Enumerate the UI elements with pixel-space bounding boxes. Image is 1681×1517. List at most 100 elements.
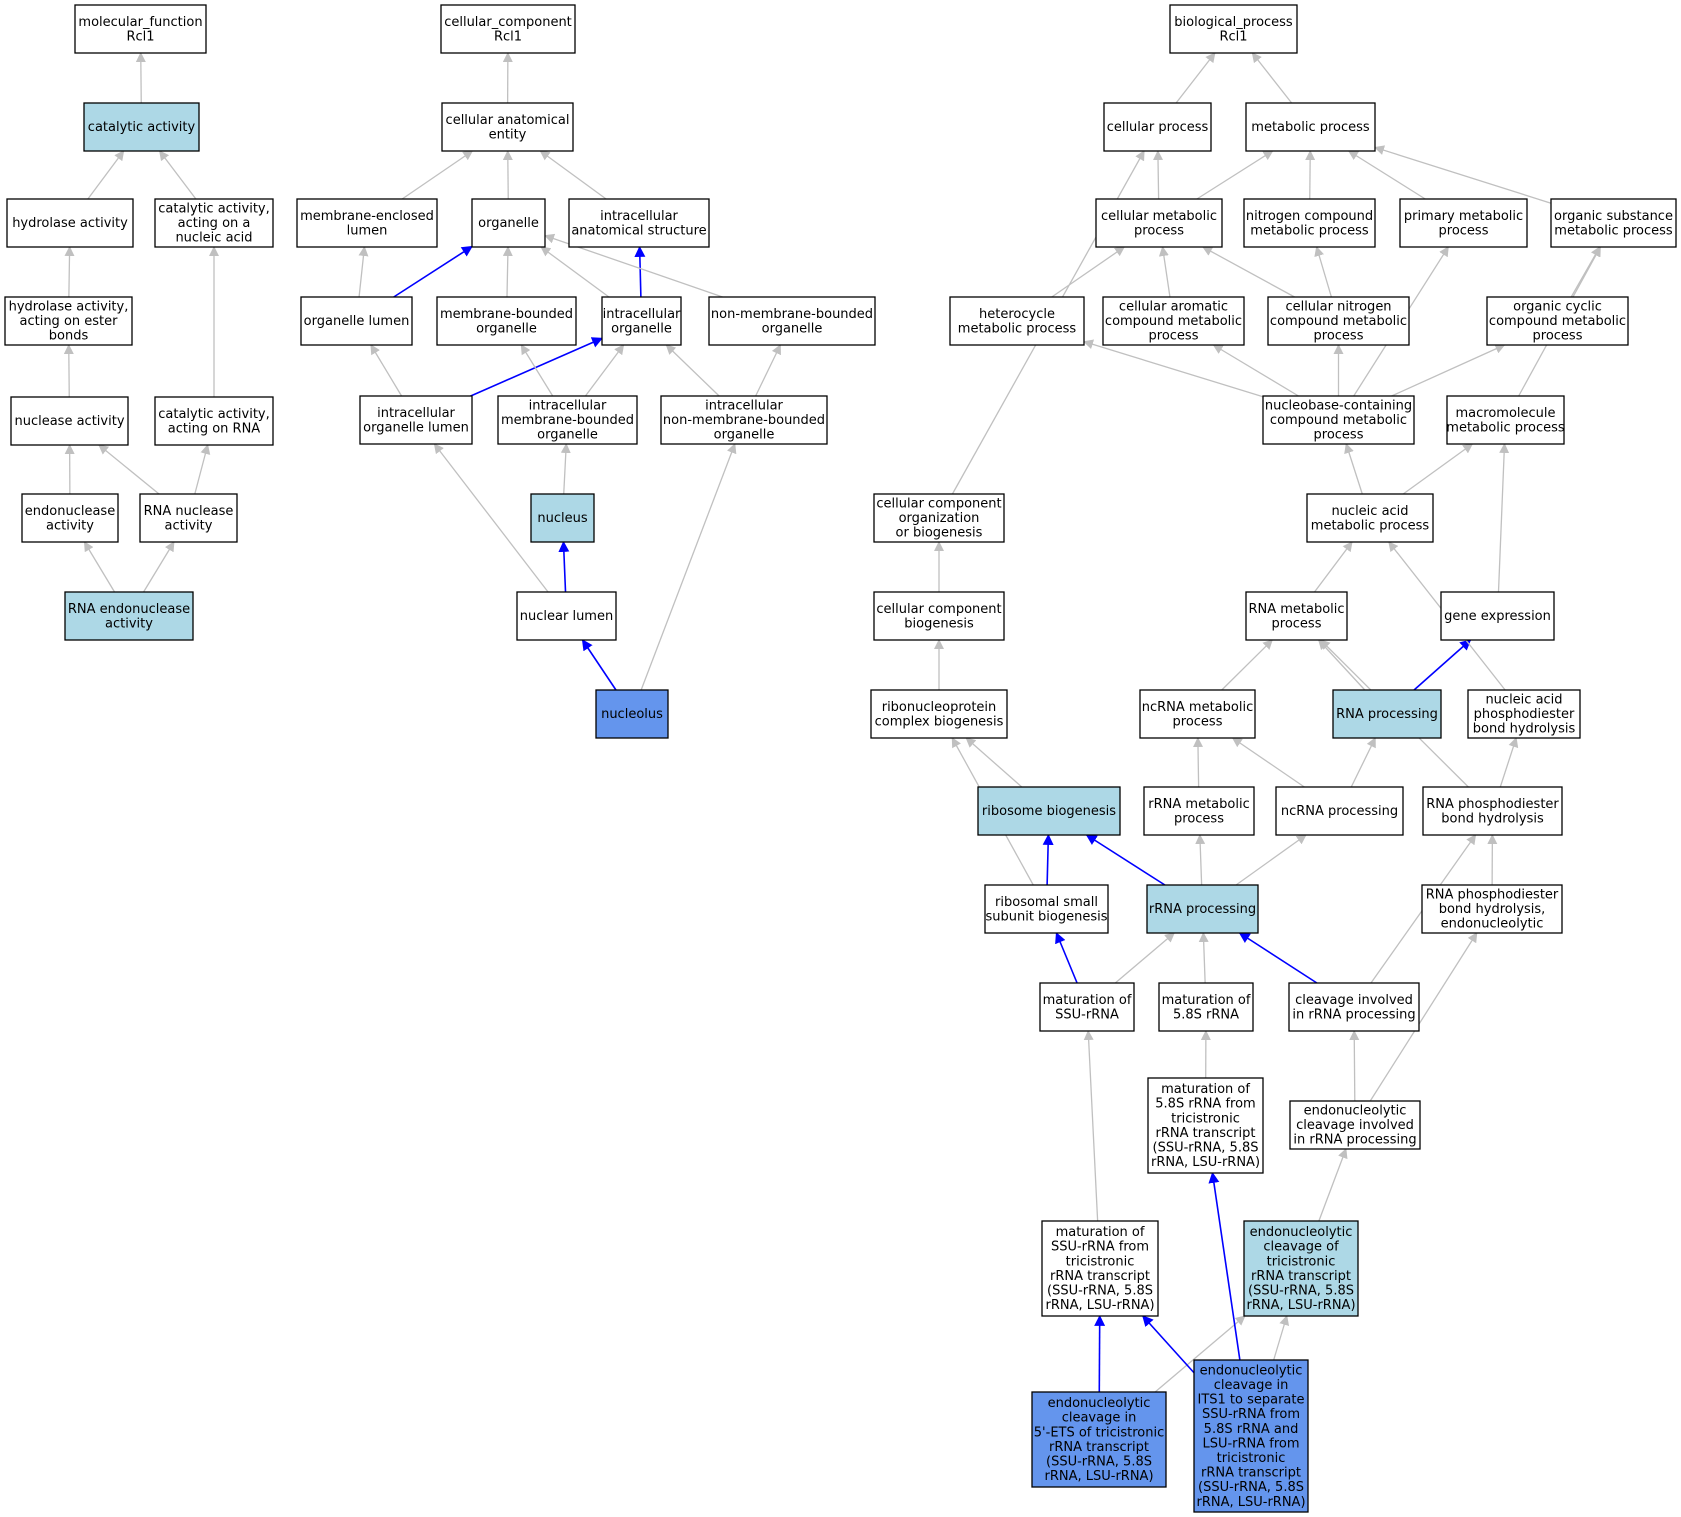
node-label-line: rRNA transcript	[1049, 1440, 1149, 1455]
edge-ecirp-to-cirp	[1349, 1030, 1360, 1102]
node-label-line: hydrolase activity,	[9, 299, 129, 314]
node-box	[1169, 4, 1298, 54]
edge-rrnap-to-rb	[1085, 834, 1166, 886]
edge-rnamp-to-namp	[1313, 541, 1353, 593]
edge-nbcmp-to-cacmp	[1212, 344, 1299, 397]
go-term-node-inmbo[interactable]: intracellularnon-membrane-boundedorganel…	[660, 395, 828, 445]
go-term-node-nucleolus[interactable]: nucleolus	[595, 689, 669, 739]
node-label-line: biological_process	[1174, 15, 1293, 30]
go-term-node-nucleus[interactable]: nucleus	[530, 493, 595, 543]
edge-ncrnamp-to-rnamp	[1221, 639, 1273, 691]
go-term-node-nuca[interactable]: nuclease activity	[10, 396, 129, 446]
node-box	[441, 102, 574, 152]
node-label-line: entity	[489, 127, 527, 142]
go-term-node-mp[interactable]: metabolic process	[1245, 102, 1376, 152]
node-box	[1041, 1220, 1159, 1317]
node-box	[1486, 296, 1629, 346]
edge-io-to-ias	[634, 245, 646, 298]
go-term-node-ncrnap[interactable]: ncRNA processing	[1275, 786, 1404, 836]
node-label-line: LSU-rRNA from	[1202, 1436, 1299, 1451]
edge-nucleus-to-imbo	[560, 443, 571, 495]
edge-ha-to-ca	[87, 150, 125, 200]
go-term-node-carna[interactable]: catalytic activity,acting on RNA	[154, 396, 274, 446]
node-label-line: non-membrane-bounded	[711, 307, 873, 322]
edge-cncmp-to-ncmp	[1314, 246, 1333, 298]
go-term-node-rrnap[interactable]: rRNA processing	[1146, 884, 1259, 934]
go-term-node-m58stri[interactable]: maturation of5.8S rRNA fromtricistronicr…	[1147, 1077, 1264, 1174]
node-box	[977, 786, 1121, 836]
node-box	[296, 198, 438, 248]
edge-cmp-to-cp	[1153, 150, 1164, 200]
node-label-line: subunit biogenesis	[985, 909, 1107, 924]
node-label-line: cleavage in	[1214, 1378, 1289, 1393]
node-label-line: (SSU-rRNA, 5.8S	[1046, 1454, 1152, 1469]
node-label-line: organelle	[714, 428, 775, 443]
go-term-node-ge[interactable]: gene expression	[1440, 591, 1555, 641]
node-label-line: nitrogen compound	[1246, 209, 1373, 224]
edge-rnana-to-carna	[194, 444, 211, 495]
go-term-node-cp[interactable]: cellular process	[1103, 102, 1212, 152]
edge-iol-to-orgl	[370, 344, 403, 397]
go-term-node-ca[interactable]: catalytic activity	[83, 102, 200, 152]
node-box	[139, 493, 238, 543]
edge-cacmp-to-cmp	[1158, 246, 1171, 298]
go-term-node-rb[interactable]: ribosome biogenesis	[977, 786, 1121, 836]
node-label-line: process	[1134, 223, 1184, 238]
node-box	[1440, 591, 1555, 641]
go-term-node-org[interactable]: organelle	[471, 198, 546, 248]
node-box	[873, 591, 1005, 641]
node-label-line: metabolic process	[1250, 223, 1369, 238]
go-term-node-orgl[interactable]: organelle lumen	[300, 296, 413, 346]
go-term-node-nlum[interactable]: nuclear lumen	[516, 591, 617, 641]
go-term-node-rnap[interactable]: RNA processing	[1332, 689, 1442, 739]
go-term-node-m58s[interactable]: maturation of5.8S rRNA	[1158, 982, 1254, 1032]
go-term-node-ha[interactable]: hydrolase activity	[6, 198, 134, 248]
node-label-line: membrane-bounded	[501, 413, 634, 428]
